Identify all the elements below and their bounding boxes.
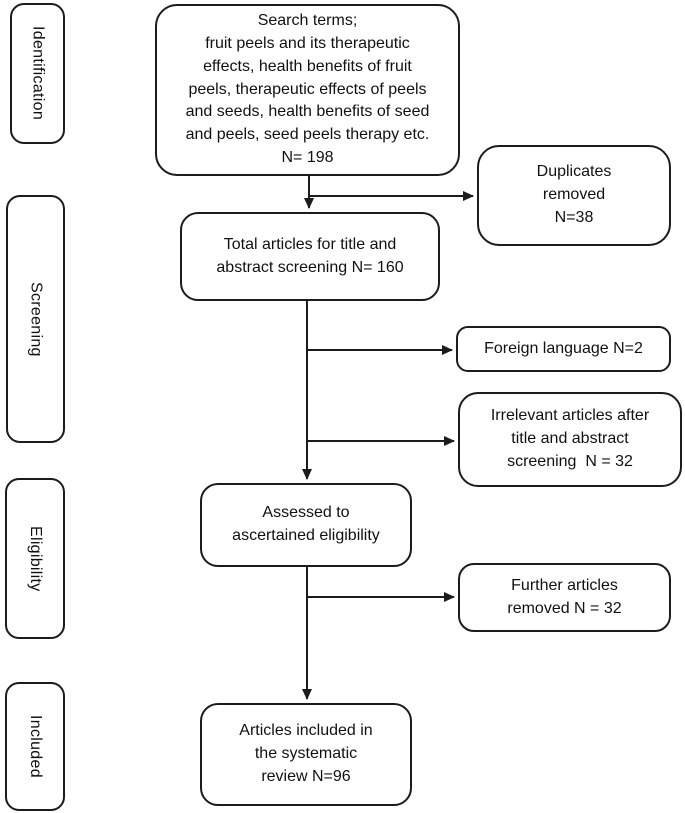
- stage-identification: Identification: [10, 3, 65, 144]
- irrelevant-articles-box: Irrelevant articles after title and abst…: [458, 392, 682, 487]
- duplicates-removed-box: Duplicates removed N=38: [477, 145, 671, 246]
- further-articles-removed-text: Further articles removed N = 32: [507, 576, 622, 617]
- included-in-review-box: Articles included in the systematic revi…: [200, 703, 412, 806]
- stage-included-label: Included: [27, 715, 44, 778]
- title-abstract-screening-box: Total articles for title and abstract sc…: [180, 212, 440, 301]
- stage-eligibility: Eligibility: [5, 478, 65, 639]
- assessed-eligibility-box: Assessed to ascertained eligibility: [200, 483, 412, 567]
- foreign-language-box: Foreign language N=2: [456, 326, 671, 372]
- included-in-review-text: Articles included in the systematic revi…: [239, 722, 373, 785]
- further-articles-removed-box: Further articles removed N = 32: [458, 563, 671, 632]
- assessed-eligibility-text: Assessed to ascertained eligibility: [232, 504, 380, 544]
- search-terms-box: Search terms; fruit peels and its therap…: [155, 4, 460, 176]
- stage-screening-label: Screening: [27, 281, 45, 357]
- stage-screening: Screening: [6, 195, 65, 443]
- search-terms-text: Search terms; fruit peels and its therap…: [185, 12, 430, 166]
- duplicates-removed-text: Duplicates removed N=38: [536, 163, 612, 226]
- stage-identification-label: Identification: [29, 26, 47, 121]
- stage-included: Included: [5, 682, 65, 811]
- stage-eligibility-label: Eligibility: [27, 525, 44, 592]
- foreign-language-text: Foreign language N=2: [484, 339, 643, 357]
- irrelevant-articles-text: Irrelevant articles after title and abst…: [490, 407, 650, 470]
- title-abstract-screening-text: Total articles for title and abstract sc…: [216, 235, 404, 276]
